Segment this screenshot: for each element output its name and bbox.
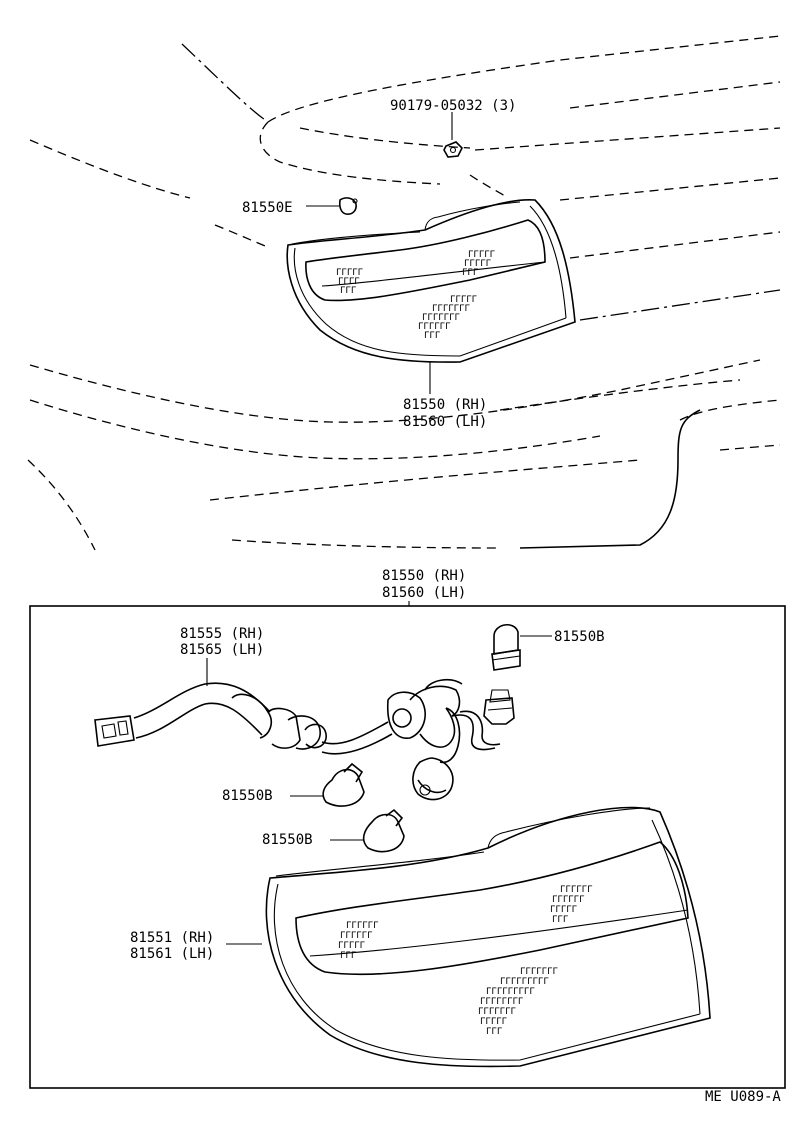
bulb-top-label: 81550B bbox=[554, 629, 605, 645]
clip-part bbox=[306, 197, 358, 215]
bulb-top bbox=[491, 624, 552, 671]
svg-text:ΓΓΓ: ΓΓΓ bbox=[340, 951, 356, 961]
harness-label-lh: 81565 (LH) bbox=[180, 642, 264, 658]
svg-text:ΓΓΓ: ΓΓΓ bbox=[462, 268, 478, 278]
bulb-middle bbox=[290, 762, 365, 807]
clip-label: 81550E bbox=[242, 200, 293, 216]
svg-text:ΓΓΓΓΓΓΓ: ΓΓΓΓΓΓΓ bbox=[520, 967, 558, 977]
lens-reflector-pattern: ΓΓΓΓΓΓ ΓΓΓΓΓΓ ΓΓΓΓΓ ΓΓΓ ΓΓΓΓΓΓ ΓΓΓΓΓΓ ΓΓ… bbox=[338, 885, 593, 1037]
svg-text:ΓΓΓΓΓ: ΓΓΓΓΓ bbox=[468, 250, 495, 260]
svg-text:ΓΓΓ: ΓΓΓ bbox=[424, 331, 440, 341]
svg-text:ΓΓΓΓΓΓ: ΓΓΓΓΓΓ bbox=[418, 322, 451, 332]
svg-text:ΓΓΓΓΓΓ: ΓΓΓΓΓΓ bbox=[340, 931, 373, 941]
svg-text:ΓΓΓΓΓΓΓ: ΓΓΓΓΓΓΓ bbox=[432, 304, 470, 314]
wire-harness bbox=[94, 678, 515, 801]
upper-assembly-label-rh: 81550 (RH) bbox=[403, 397, 487, 413]
svg-text:ΓΓΓΓΓΓ: ΓΓΓΓΓΓ bbox=[346, 921, 379, 931]
lens-part bbox=[265, 806, 711, 1068]
svg-text:ΓΓΓΓΓΓΓ: ΓΓΓΓΓΓΓ bbox=[478, 1007, 516, 1017]
exploded-view-frame bbox=[29, 605, 786, 1089]
bulb-middle-label: 81550B bbox=[222, 788, 273, 804]
svg-text:ΓΓΓ: ΓΓΓ bbox=[486, 1027, 502, 1037]
svg-text:ΓΓΓΓΓΓ: ΓΓΓΓΓΓ bbox=[552, 895, 585, 905]
svg-text:ΓΓΓΓΓ: ΓΓΓΓΓ bbox=[464, 259, 491, 269]
svg-text:ΓΓΓΓΓΓΓΓΓ: ΓΓΓΓΓΓΓΓΓ bbox=[500, 977, 549, 987]
vehicle-body-outline bbox=[27, 35, 781, 551]
figure-code: ME U089-A bbox=[705, 1089, 781, 1105]
lens-label-rh: 81551 (RH) bbox=[130, 930, 214, 946]
svg-text:ΓΓΓΓΓΓΓΓΓ: ΓΓΓΓΓΓΓΓΓ bbox=[486, 987, 535, 997]
box-assembly-label-rh: 81550 (RH) bbox=[382, 568, 466, 584]
svg-text:ΓΓΓΓΓΓΓ: ΓΓΓΓΓΓΓ bbox=[422, 313, 460, 323]
svg-text:ΓΓΓΓΓ: ΓΓΓΓΓ bbox=[480, 1017, 507, 1027]
upper-assembly-label-lh: 81560 (LH) bbox=[403, 414, 487, 430]
svg-text:ΓΓΓ: ΓΓΓ bbox=[340, 286, 356, 296]
svg-text:ΓΓΓΓΓ: ΓΓΓΓΓ bbox=[338, 941, 365, 951]
svg-text:ΓΓΓΓ: ΓΓΓΓ bbox=[338, 277, 360, 287]
bulb-lower-label: 81550B bbox=[262, 832, 313, 848]
bolt-part bbox=[443, 112, 463, 158]
harness-label-rh: 81555 (RH) bbox=[180, 626, 264, 642]
bulb-lower bbox=[330, 808, 405, 853]
upper-lamp-reflector-pattern: ΓΓΓΓΓ ΓΓΓΓ ΓΓΓ ΓΓΓΓΓ ΓΓΓΓΓ ΓΓΓ ΓΓΓΓΓ ΓΓΓ… bbox=[336, 250, 495, 341]
svg-text:ΓΓΓΓΓΓΓΓ: ΓΓΓΓΓΓΓΓ bbox=[480, 997, 523, 1007]
upper-tail-lamp-assembly bbox=[286, 198, 576, 363]
svg-text:ΓΓΓΓΓ: ΓΓΓΓΓ bbox=[450, 295, 477, 305]
svg-text:ΓΓΓ: ΓΓΓ bbox=[552, 915, 568, 925]
svg-text:ΓΓΓΓΓ: ΓΓΓΓΓ bbox=[336, 268, 363, 278]
svg-text:ΓΓΓΓΓΓ: ΓΓΓΓΓΓ bbox=[560, 885, 593, 895]
bolt-label: 90179-05032 (3) bbox=[390, 98, 516, 114]
box-assembly-label-lh: 81560 (LH) bbox=[382, 585, 466, 601]
svg-text:ΓΓΓΓΓ: ΓΓΓΓΓ bbox=[550, 905, 577, 915]
lens-label-lh: 81561 (LH) bbox=[130, 946, 214, 962]
